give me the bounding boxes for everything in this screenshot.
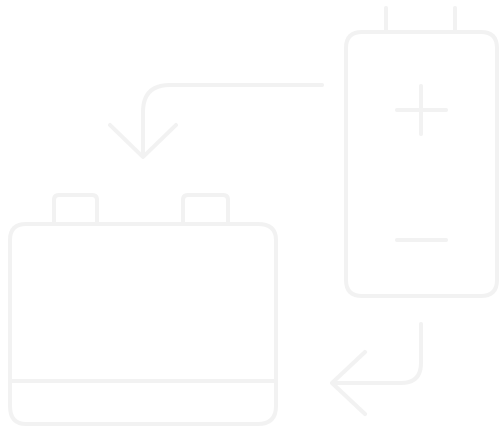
arrow-top-down-left-icon — [108, 83, 324, 159]
car-battery-icon — [8, 193, 278, 426]
cylindrical-battery-icon — [344, 6, 499, 298]
cylinder-battery-body — [344, 30, 499, 298]
plus-sign-icon — [395, 84, 448, 136]
car-battery-right-terminal — [181, 193, 230, 225]
car-battery-left-terminal — [52, 193, 99, 225]
arrow-bottom-left-icon — [330, 322, 423, 416]
car-battery-body — [8, 222, 278, 426]
